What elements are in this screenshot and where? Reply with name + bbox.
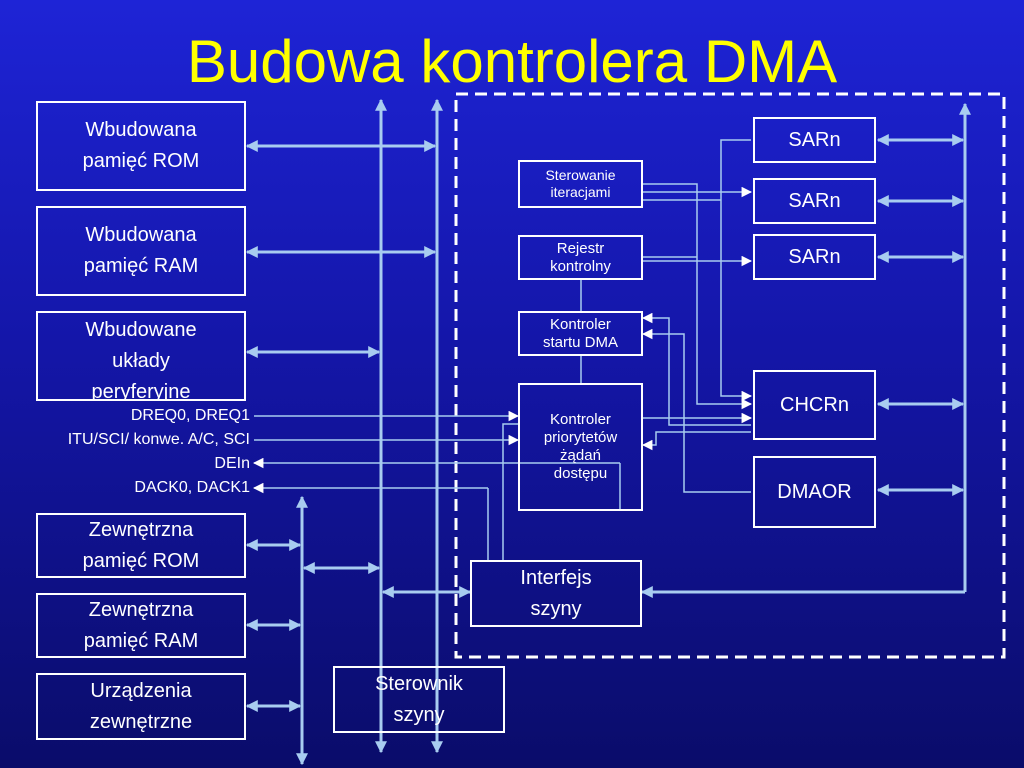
dma-internal-wires xyxy=(580,139,753,493)
sar-feed-1 xyxy=(720,139,753,402)
dmaor-register: DMAOR xyxy=(753,456,876,528)
signal-lines xyxy=(252,410,621,560)
control-register-block: Rejestr kontrolny xyxy=(518,235,643,280)
iteration-control-block: Sterowanie iteracjami xyxy=(518,160,643,208)
bus-interface-block: Interfejs szyny xyxy=(470,560,642,627)
chcr-to-prio xyxy=(641,431,751,451)
dack-label: DACK0, DACK1 xyxy=(134,479,250,496)
internal-peripherals-block: Wbudowane układy peryferyjne xyxy=(36,311,246,401)
sar-register-2: SARn xyxy=(753,178,876,224)
dmaor-to-start xyxy=(641,328,751,493)
sar-register-3: SARn xyxy=(753,234,876,280)
dma-start-controller-block: Kontroler startu DMA xyxy=(518,311,643,356)
internal-ram-block: Wbudowana pamięć RAM xyxy=(36,206,246,296)
dma-controller-boundary xyxy=(454,92,1006,659)
chcr-register: CHCRn xyxy=(753,370,876,440)
dein-label: DEIn xyxy=(214,455,250,472)
internal-rom-block: Wbudowana pamięć ROM xyxy=(36,101,246,191)
external-ram-block: Zewnętrzna pamięć RAM xyxy=(36,593,246,658)
bus-links xyxy=(245,134,965,712)
prio-to-bus-interface xyxy=(502,423,518,560)
external-rom-block: Zewnętrzna pamięć ROM xyxy=(36,513,246,578)
itu-label: ITU/SCI/ konwe. A/C, SCI xyxy=(67,431,250,448)
bus-controller-block: Sterownik szyny xyxy=(333,666,505,733)
sar-register-1: SARn xyxy=(753,117,876,163)
iter-down xyxy=(643,183,753,410)
slide-title: Budowa kontrolera DMA xyxy=(186,28,838,95)
main-buses xyxy=(296,98,971,766)
chcr-to-start xyxy=(641,312,751,426)
dreq-label: DREQ0, DREQ1 xyxy=(130,407,250,424)
external-devices-block: Urządzenia zewnętrzne xyxy=(36,673,246,740)
priority-controller-block: Kontroler priorytetów żądań dostępu xyxy=(518,383,643,511)
